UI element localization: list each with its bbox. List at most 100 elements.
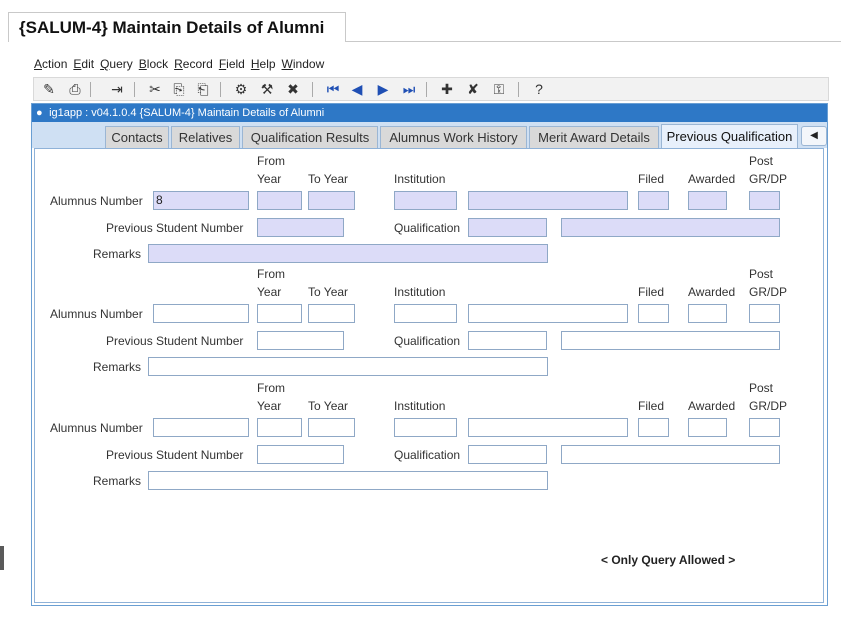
filed-field[interactable] <box>638 304 669 323</box>
paste-icon[interactable]: ⎗ <box>197 81 209 97</box>
awarded-field[interactable] <box>688 304 727 323</box>
previous-student-number-field[interactable] <box>257 331 344 350</box>
label-previous-student-number: Previous Student Number <box>106 334 244 348</box>
from-year-field[interactable] <box>257 191 302 210</box>
app-icon: ● <box>36 107 43 119</box>
institution-code-field[interactable] <box>394 418 457 437</box>
menu-window[interactable]: Window <box>281 57 325 71</box>
label-previous-student-number: Previous Student Number <box>106 221 244 235</box>
label-to-year: To Year <box>308 172 349 186</box>
post-grdp-field[interactable] <box>749 304 780 323</box>
window-title: ig1app : v04.1.0.4 {SALUM-4} Maintain De… <box>49 107 325 119</box>
page-tab-divider <box>346 41 841 42</box>
first-record-icon[interactable]: ⏮ <box>326 81 340 97</box>
label-remarks: Remarks <box>93 247 142 261</box>
toolbar-separator <box>426 82 427 97</box>
label-previous-student-number: Previous Student Number <box>106 448 244 462</box>
label-year: Year <box>257 399 282 413</box>
exit-icon[interactable]: ⇥ <box>111 81 123 97</box>
toolbar-separator <box>518 82 519 97</box>
post-grdp-field[interactable] <box>749 418 780 437</box>
save-icon[interactable]: ✎ <box>43 81 55 97</box>
label-grdp: GR/DP <box>749 399 788 413</box>
menu-field[interactable]: Field <box>218 57 245 71</box>
tab-qualification-results[interactable]: Qualification Results <box>242 126 378 148</box>
to-year-field[interactable] <box>308 304 355 323</box>
cancel-query-icon[interactable]: ✖ <box>287 81 299 97</box>
tab-previous-qualification[interactable]: Previous Qualification <box>661 124 798 148</box>
label-awarded: Awarded <box>688 399 736 413</box>
previous-student-number-field[interactable] <box>257 218 344 237</box>
label-post: Post <box>749 381 774 395</box>
menu-help[interactable]: Help <box>250 57 276 71</box>
previous-record-icon[interactable]: ◀ <box>351 81 363 97</box>
label-alumnus-number: Alumnus Number <box>50 194 143 208</box>
institution-code-field[interactable] <box>394 304 457 323</box>
remarks-field[interactable] <box>148 244 548 263</box>
label-remarks: Remarks <box>93 360 142 374</box>
insert-record-icon[interactable]: ✚ <box>441 81 453 97</box>
tab-contacts[interactable]: Contacts <box>105 126 169 148</box>
qualification-name-field[interactable] <box>561 331 780 350</box>
label-grdp: GR/DP <box>749 172 788 186</box>
filed-field[interactable] <box>638 418 669 437</box>
copy-icon[interactable]: ⎘ <box>173 81 185 97</box>
alumnus-number-field[interactable]: 8 <box>153 191 249 210</box>
label-qualification: Qualification <box>394 334 461 348</box>
from-year-field[interactable] <box>257 304 302 323</box>
qualification-code-field[interactable] <box>468 331 547 350</box>
menu-action[interactable]: Action <box>34 57 68 71</box>
institution-code-field[interactable] <box>394 191 457 210</box>
institution-name-field[interactable] <box>468 418 628 437</box>
filed-field[interactable] <box>638 191 669 210</box>
qualification-code-field[interactable] <box>468 218 547 237</box>
awarded-field[interactable] <box>688 418 727 437</box>
qualification-name-field[interactable] <box>561 218 780 237</box>
label-alumnus-number: Alumnus Number <box>50 421 143 435</box>
remarks-field[interactable] <box>148 357 548 376</box>
status-message: < Only Query Allowed > <box>601 553 736 567</box>
post-grdp-field[interactable] <box>749 191 780 210</box>
print-icon[interactable]: ⎙ <box>69 81 81 97</box>
menu-record[interactable]: Record <box>174 57 213 71</box>
tab-scroll-left-icon[interactable]: ◀ <box>801 126 827 146</box>
label-from: From <box>257 267 285 281</box>
label-post: Post <box>749 154 774 168</box>
enter-query-icon[interactable]: ⚙ <box>234 81 248 97</box>
remarks-field[interactable] <box>148 471 548 490</box>
tab-merit-award-details[interactable]: Merit Award Details <box>529 126 659 148</box>
left-edge-marker <box>0 546 4 570</box>
alumnus-number-field[interactable] <box>153 418 249 437</box>
menu-query[interactable]: Query <box>100 57 133 71</box>
menu-edit[interactable]: Edit <box>73 57 95 71</box>
next-record-icon[interactable]: ▶ <box>377 81 389 97</box>
qualification-name-field[interactable] <box>561 445 780 464</box>
tab-relatives[interactable]: Relatives <box>171 126 240 148</box>
cut-icon[interactable]: ✂ <box>149 81 161 97</box>
toolbar-separator <box>134 82 135 97</box>
toolbar-separator <box>312 82 313 97</box>
awarded-field[interactable] <box>688 191 727 210</box>
lock-record-icon[interactable]: ⚿ <box>493 81 505 97</box>
label-year: Year <box>257 172 282 186</box>
page-title: {SALUM-4} Maintain Details of Alumni <box>8 12 346 42</box>
from-year-field[interactable] <box>257 418 302 437</box>
to-year-field[interactable] <box>308 191 355 210</box>
institution-name-field[interactable] <box>468 191 628 210</box>
menu-block[interactable]: Block <box>138 57 169 71</box>
previous-student-number-field[interactable] <box>257 445 344 464</box>
label-post: Post <box>749 267 774 281</box>
delete-record-icon[interactable]: ✘ <box>467 81 479 97</box>
institution-name-field[interactable] <box>468 304 628 323</box>
label-awarded: Awarded <box>688 285 736 299</box>
tab-alumnus-work-history[interactable]: Alumnus Work History <box>380 126 527 148</box>
toolbar-separator <box>90 82 91 97</box>
to-year-field[interactable] <box>308 418 355 437</box>
execute-query-icon[interactable]: ⚒ <box>260 81 274 97</box>
alumnus-number-field[interactable] <box>153 304 249 323</box>
label-grdp: GR/DP <box>749 285 788 299</box>
last-record-icon[interactable]: ⏭ <box>402 81 416 97</box>
qualification-code-field[interactable] <box>468 445 547 464</box>
help-icon[interactable]: ? <box>535 81 543 97</box>
label-alumnus-number: Alumnus Number <box>50 307 143 321</box>
